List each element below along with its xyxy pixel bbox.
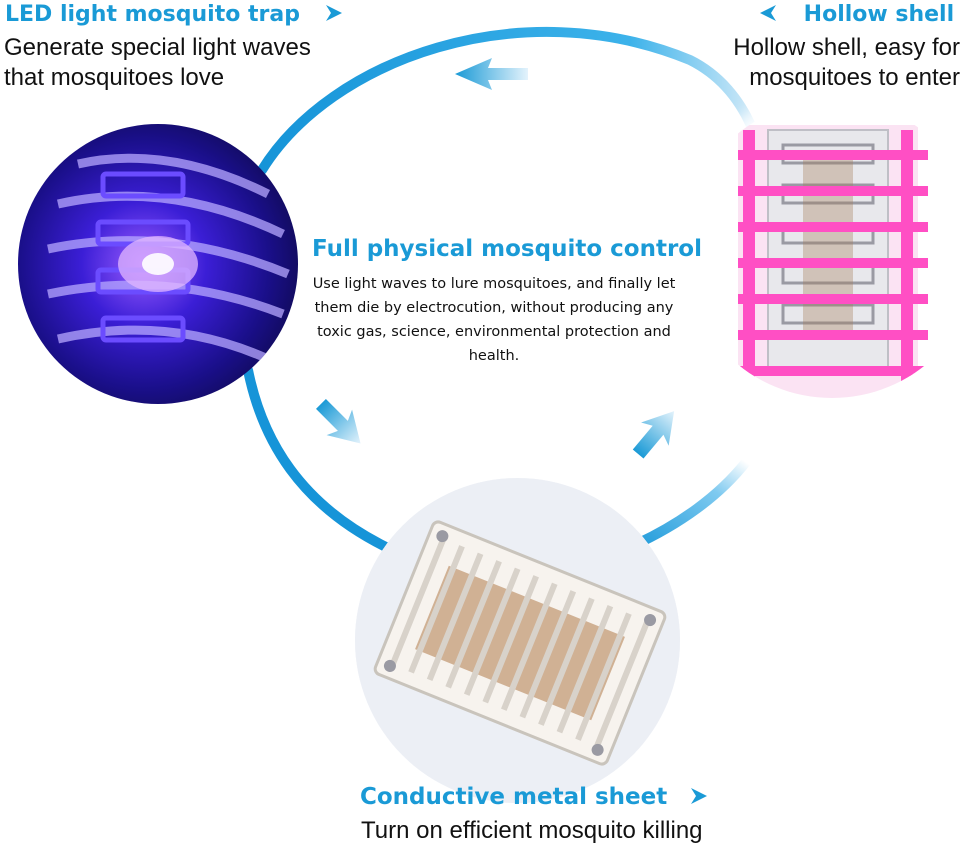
hollow-shell-photo xyxy=(683,100,970,398)
metal-sheet-description: Turn on efficient mosquito killing xyxy=(361,817,703,844)
flow-arrow-up-right-icon xyxy=(632,411,675,459)
ring-arc-top xyxy=(257,27,757,175)
led-trap-description-line1: Generate special light waves xyxy=(4,34,311,61)
led-trap-photo xyxy=(18,124,298,404)
flow-arrow-down-right-icon xyxy=(316,399,361,444)
led-trap-description-line2: that mosquitoes love xyxy=(4,64,225,91)
hollow-shell-description: Hollow shell, easy for mosquitoes to ent… xyxy=(733,33,960,93)
metal-sheet-title: Conductive metal sheet xyxy=(360,784,709,810)
chevron-right-icon xyxy=(691,788,708,804)
hollow-shell-title: Hollow shell xyxy=(758,2,954,27)
led-trap-description: Generate special light waves that mosqui… xyxy=(4,33,311,93)
hollow-shell-description-line1: Hollow shell, easy for xyxy=(733,34,960,61)
chevron-left-icon xyxy=(760,5,776,21)
metal-sheet-photo xyxy=(355,478,680,803)
flow-arrow-left-icon xyxy=(455,58,528,90)
led-trap-title-text: LED light mosquito trap xyxy=(5,2,300,27)
center-title: Full physical mosquito control xyxy=(312,236,702,262)
center-body: Use light waves to lure mosquitoes, and … xyxy=(312,276,676,364)
metal-sheet-title-text: Conductive metal sheet xyxy=(360,784,668,810)
chevron-right-icon xyxy=(325,5,342,21)
led-trap-title: LED light mosquito trap xyxy=(5,2,344,27)
hollow-shell-title-text: Hollow shell xyxy=(803,2,955,27)
hollow-shell-description-line2: mosquitoes to enter xyxy=(749,64,960,91)
